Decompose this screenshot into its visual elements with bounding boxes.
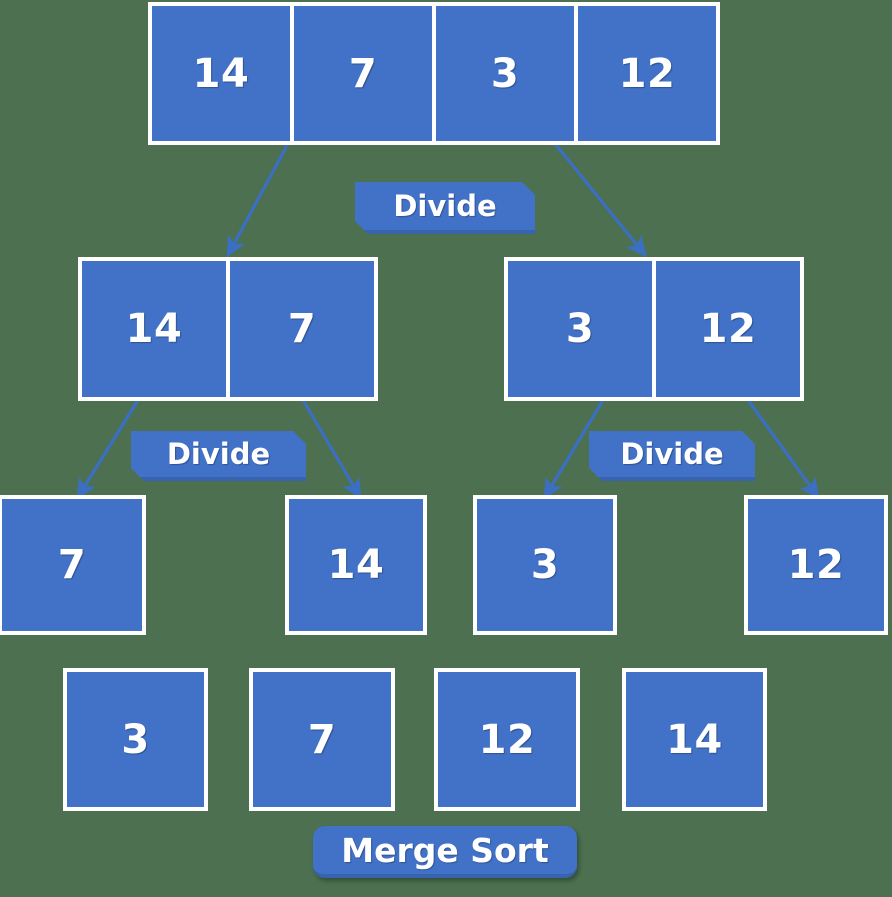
- merged-box: 12: [434, 668, 580, 811]
- array-cell: 14: [626, 672, 763, 807]
- divide-label-top: Divide: [355, 182, 535, 234]
- cell-value: 12: [787, 542, 845, 588]
- leaf-box: 14: [285, 495, 427, 635]
- array-cell: 14: [289, 499, 423, 631]
- merged-box: 14: [622, 668, 767, 811]
- merged-box: 3: [63, 668, 208, 811]
- divide-label-right: Divide: [589, 431, 755, 481]
- array-cell: 7: [2, 499, 142, 631]
- unsorted-array-row: 14 7 3 12: [148, 2, 720, 145]
- array-cell: 3: [477, 499, 613, 631]
- array-cell: 7: [230, 261, 374, 397]
- cell-value: 14: [192, 50, 250, 97]
- merged-box: 7: [249, 668, 395, 811]
- merge-sort-label: Merge Sort: [313, 826, 577, 878]
- array-cell: 12: [656, 261, 800, 397]
- array-cell: 3: [436, 6, 574, 141]
- arrow-left-half-to-leaf-14: [301, 399, 362, 500]
- array-cell: 12: [578, 6, 716, 141]
- array-cell: 7: [294, 6, 432, 141]
- array-cell: 7: [253, 672, 391, 807]
- leaf-box: 3: [473, 495, 617, 635]
- divide-label-left: Divide: [131, 431, 306, 481]
- left-half-row: 14 7: [78, 257, 378, 401]
- array-cell: 3: [67, 672, 204, 807]
- cell-value: 3: [565, 306, 595, 352]
- array-cell: 14: [82, 261, 226, 397]
- array-cell: 14: [152, 6, 290, 141]
- arrow-root-to-right-half: [550, 138, 647, 258]
- array-cell: 3: [508, 261, 652, 397]
- cell-value: 14: [666, 716, 723, 763]
- cell-value: 3: [490, 50, 520, 97]
- cell-value: 14: [327, 542, 385, 588]
- arrow-root-to-left-half: [226, 139, 292, 258]
- array-cell: 12: [438, 672, 576, 807]
- cell-value: 7: [287, 306, 317, 352]
- cell-value: 12: [478, 716, 536, 763]
- arrow-right-half-to-leaf-12: [746, 399, 820, 500]
- arrow-left-half-to-leaf-7: [76, 399, 140, 500]
- cell-value: 7: [57, 542, 87, 588]
- cell-value: 7: [348, 50, 378, 97]
- leaf-box: 12: [744, 495, 888, 635]
- cell-value: 3: [530, 542, 560, 588]
- right-half-row: 3 12: [504, 257, 804, 401]
- leaf-box: 7: [0, 495, 146, 635]
- cell-value: 7: [307, 716, 337, 763]
- cell-value: 3: [121, 716, 150, 763]
- cell-value: 12: [618, 50, 676, 97]
- cell-value: 12: [699, 306, 757, 352]
- cell-value: 14: [125, 306, 183, 352]
- array-cell: 12: [748, 499, 884, 631]
